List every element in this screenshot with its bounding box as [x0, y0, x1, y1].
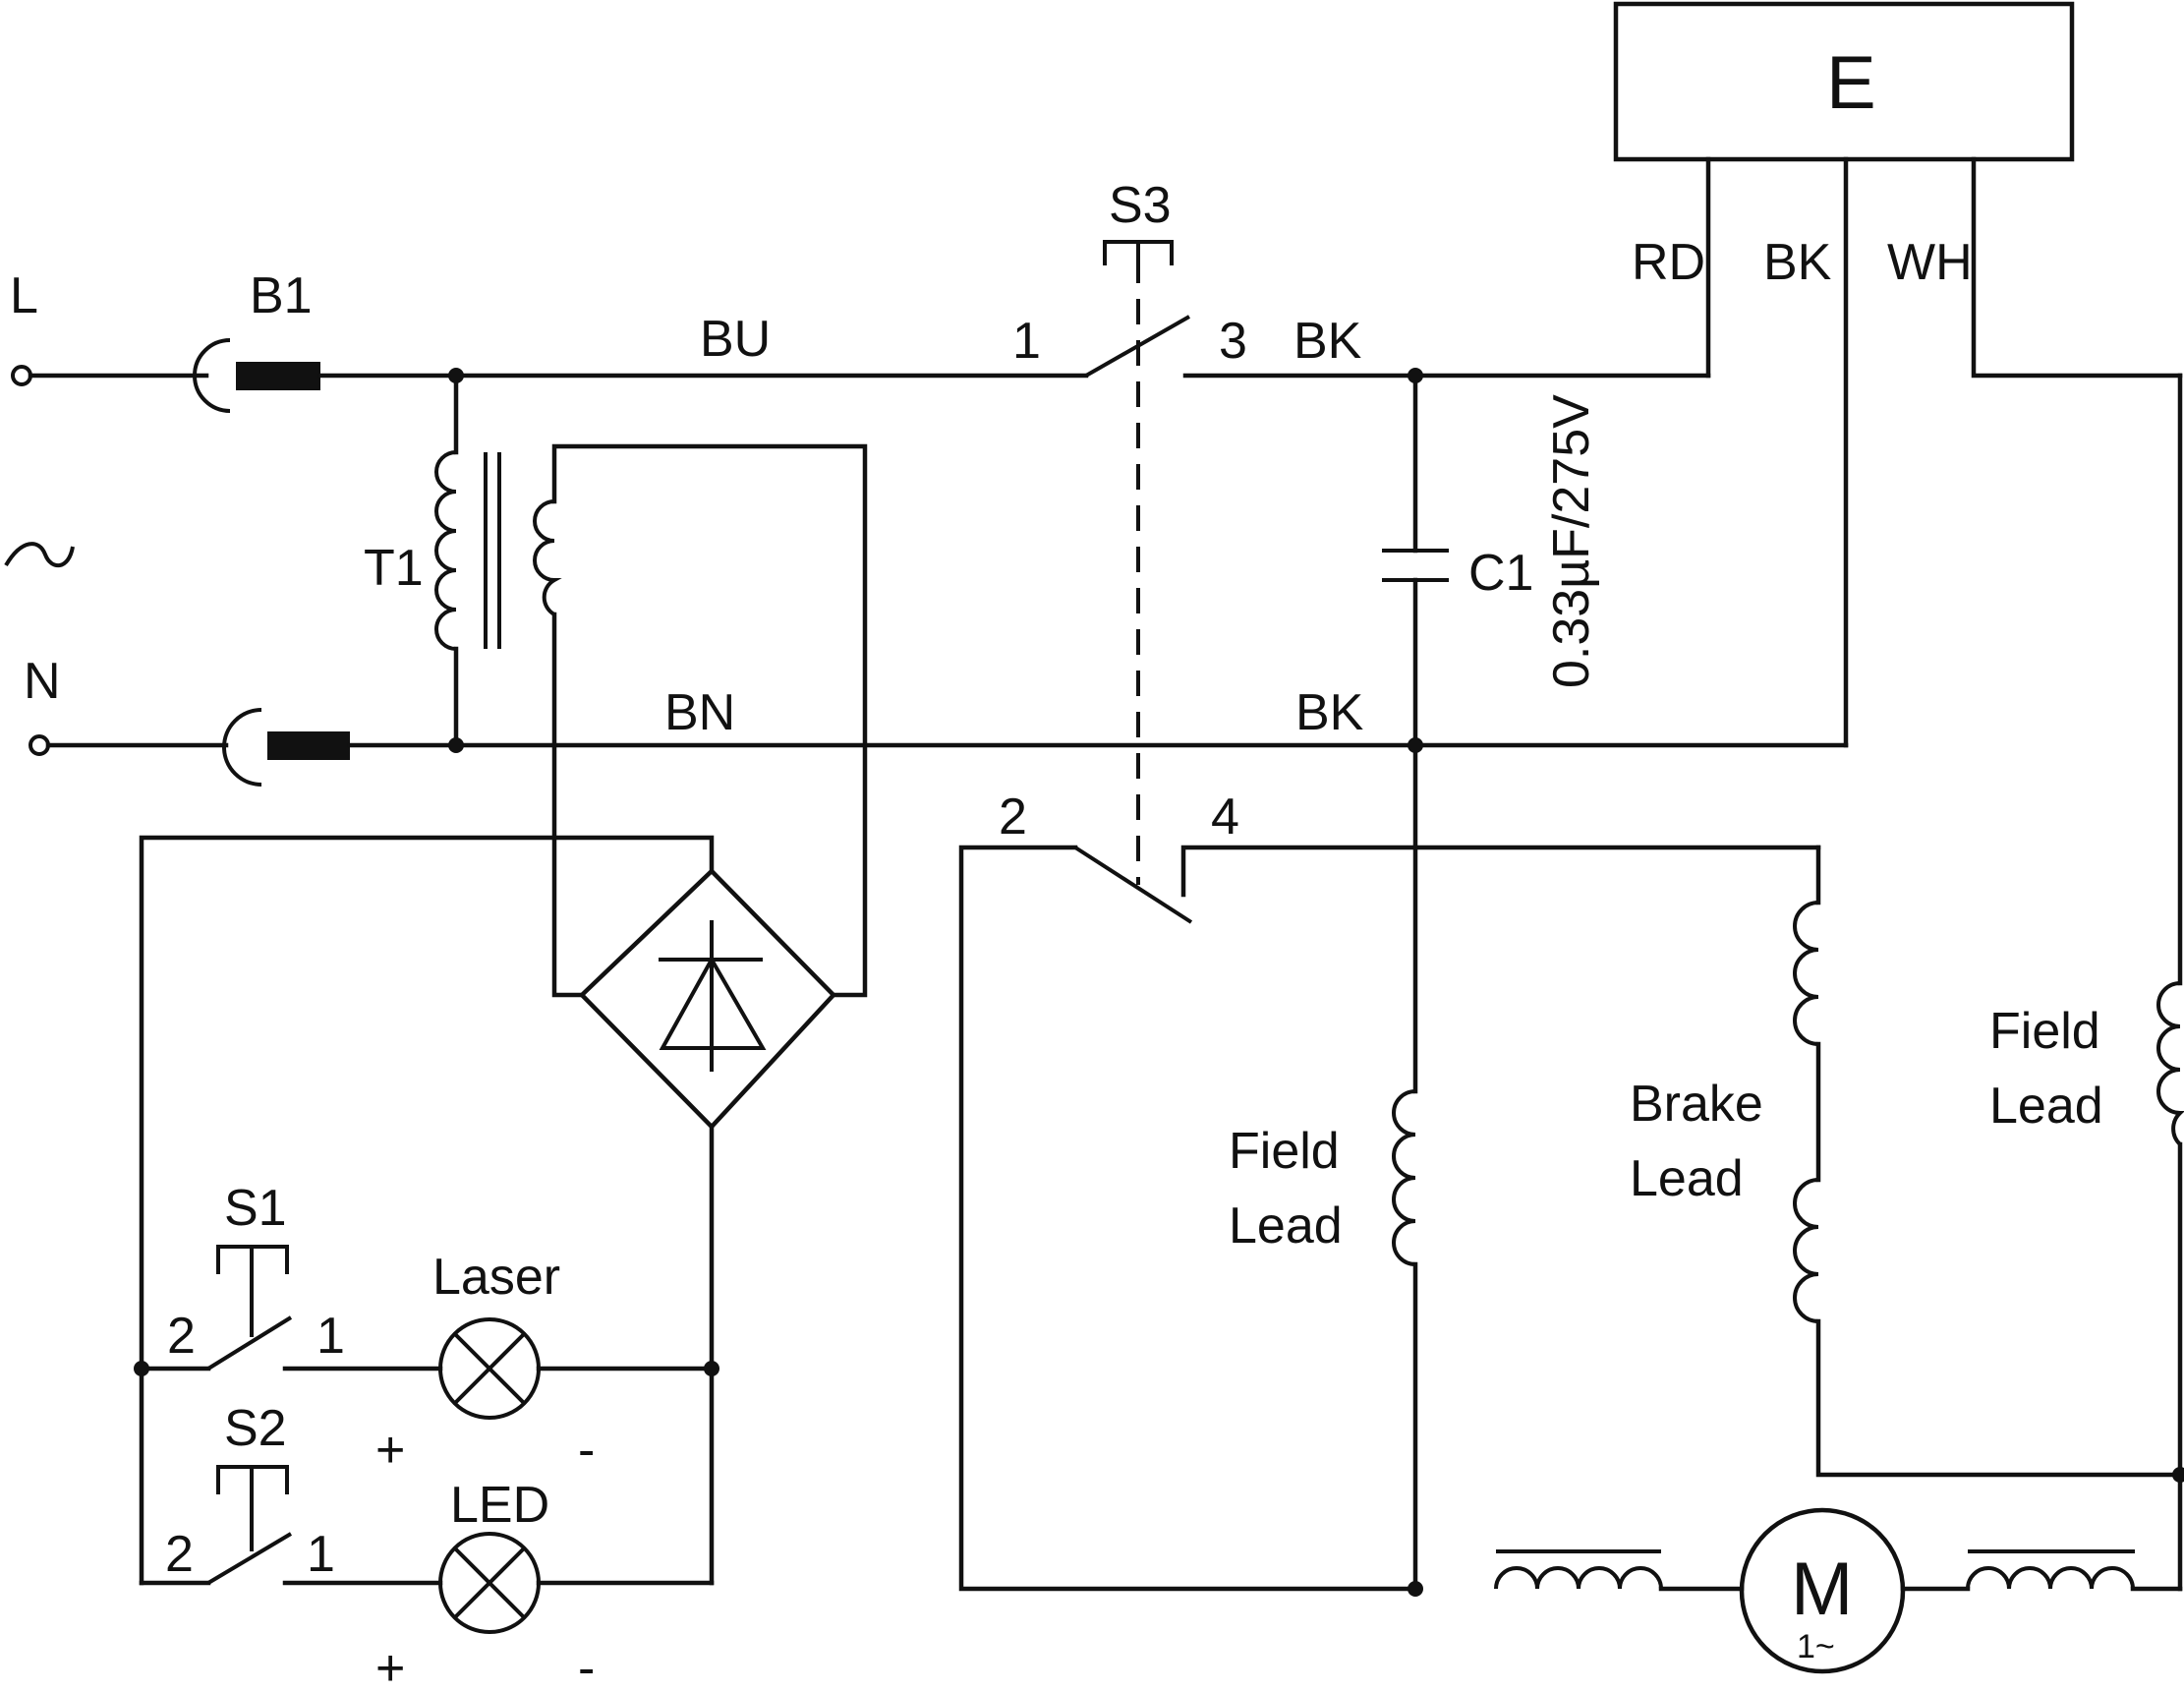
- motor-m: M 1~: [1739, 1507, 1906, 1674]
- motor-series-coil-left: [1494, 1549, 1745, 1592]
- neutral-connector: [45, 708, 350, 787]
- fuse-b1-label: B1: [250, 267, 313, 324]
- s1-pin-1: 1: [316, 1308, 345, 1365]
- switch-s3: S3 1 3 BK 2 4: [958, 177, 1821, 1592]
- field-lead-left-line1: Field: [1229, 1123, 1340, 1180]
- wire-wh-label: WH: [1887, 234, 1973, 291]
- led-label: LED: [450, 1477, 549, 1534]
- junction-dot: [2172, 1467, 2184, 1483]
- wire-bk-bottom-label: BK: [1295, 684, 1364, 741]
- led-minus: -: [578, 1640, 595, 1693]
- field-lead-left-line2: Lead: [1229, 1197, 1343, 1255]
- motor-series-coil-right: [1900, 1549, 2183, 1592]
- s3-pin-4: 4: [1211, 788, 1239, 846]
- brake-lead: Brake Lead: [1630, 845, 2183, 1478]
- transformer-t1: T1: [364, 373, 868, 998]
- electronic-module-e: E RD BK WH: [1613, 1, 2183, 748]
- capacitor-rating: 0.33µF/275V: [1543, 394, 1600, 688]
- terminal-l: [11, 365, 32, 386]
- s3-pin-2: 2: [999, 788, 1027, 846]
- ac-symbol: [4, 542, 75, 567]
- s3-pin-1: 1: [1012, 313, 1041, 370]
- junction-dot: [1408, 368, 1423, 383]
- terminal-n-label: N: [24, 653, 61, 710]
- junction-dots: [134, 368, 2184, 1597]
- field-lead-right-line2: Lead: [1989, 1078, 2103, 1135]
- capacitor-c1: C1 0.33µF/275V: [1382, 373, 1600, 748]
- motor-m-label: M: [1791, 1547, 1853, 1631]
- led-lamp: LED + -: [375, 1477, 715, 1693]
- brake-lead-line1: Brake: [1630, 1076, 1763, 1133]
- motor-phase-label: 1~: [1797, 1628, 1835, 1665]
- laser-minus: -: [578, 1422, 595, 1479]
- bridge-rectifier: [139, 835, 837, 1586]
- junction-dot: [704, 1361, 719, 1376]
- wire-bu-label: BU: [700, 311, 771, 368]
- wire-bk-module-label: BK: [1763, 234, 1832, 291]
- brake-lead-line2: Lead: [1630, 1150, 1744, 1207]
- junction-dot: [1408, 1581, 1423, 1597]
- junction-dot: [448, 737, 464, 753]
- fuse-b1: B1: [28, 267, 320, 413]
- terminal-l-label: L: [10, 267, 38, 324]
- switch-s2: S2 2 1: [139, 1400, 443, 1586]
- module-e-label: E: [1826, 41, 1876, 125]
- led-plus: +: [375, 1640, 405, 1693]
- field-lead-right-line1: Field: [1989, 1003, 2100, 1060]
- junction-dot: [448, 368, 464, 383]
- switch-s2-label: S2: [224, 1400, 287, 1457]
- laser-plus: +: [375, 1422, 405, 1479]
- switch-s3-label: S3: [1109, 177, 1172, 234]
- mains-input: L N: [4, 267, 75, 756]
- switch-s1: S1 2 1: [139, 1180, 443, 1372]
- capacitor-c1-label: C1: [1468, 545, 1533, 602]
- switch-s1-label: S1: [224, 1180, 287, 1237]
- wire-bn-label: BN: [664, 684, 735, 741]
- transformer-t1-label: T1: [364, 540, 424, 597]
- junction-dot: [134, 1361, 149, 1376]
- field-lead-left: Field Lead: [1229, 742, 1418, 1592]
- s2-pin-2: 2: [165, 1526, 194, 1583]
- laser-label: Laser: [432, 1249, 560, 1306]
- s1-pin-2: 2: [167, 1308, 196, 1365]
- junction-dot: [1408, 737, 1423, 753]
- field-lead-right: Field Lead: [1989, 373, 2184, 1592]
- s3-pin-3: 3: [1219, 313, 1247, 370]
- wire-bk-top-label: BK: [1293, 313, 1362, 370]
- laser-lamp: Laser + -: [375, 1249, 715, 1479]
- terminal-n: [29, 734, 50, 756]
- s2-pin-1: 1: [307, 1526, 335, 1583]
- wire-rd-label: RD: [1632, 234, 1705, 291]
